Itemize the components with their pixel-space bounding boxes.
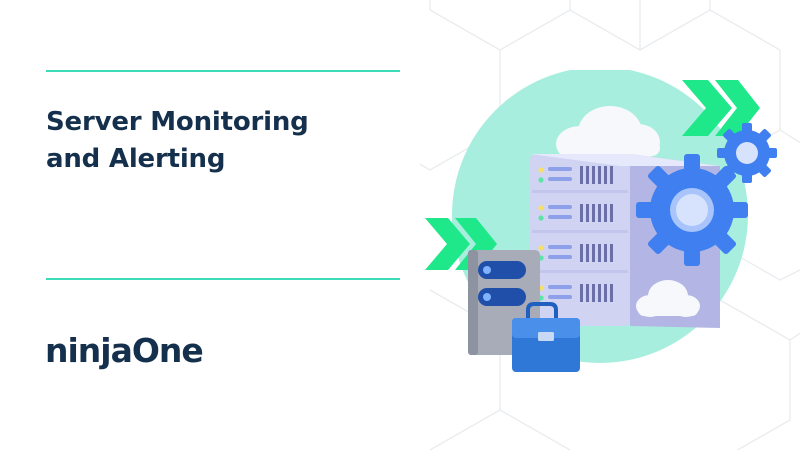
gear-icon	[717, 123, 777, 183]
page-title: Server Monitoring and Alerting	[46, 104, 386, 178]
cloud-icon	[556, 106, 660, 162]
server-illustration	[425, 70, 777, 372]
title-line-2: and Alerting	[46, 144, 226, 174]
toolbox-icon	[512, 302, 580, 372]
ninjaone-logo: ninjaOne	[45, 331, 204, 370]
title-line-1: Server Monitoring	[46, 107, 309, 137]
bottom-divider	[46, 278, 400, 280]
gear-icon	[636, 154, 748, 266]
top-divider	[46, 70, 400, 72]
chevron-icon	[682, 80, 760, 136]
cloud-icon	[636, 280, 700, 317]
